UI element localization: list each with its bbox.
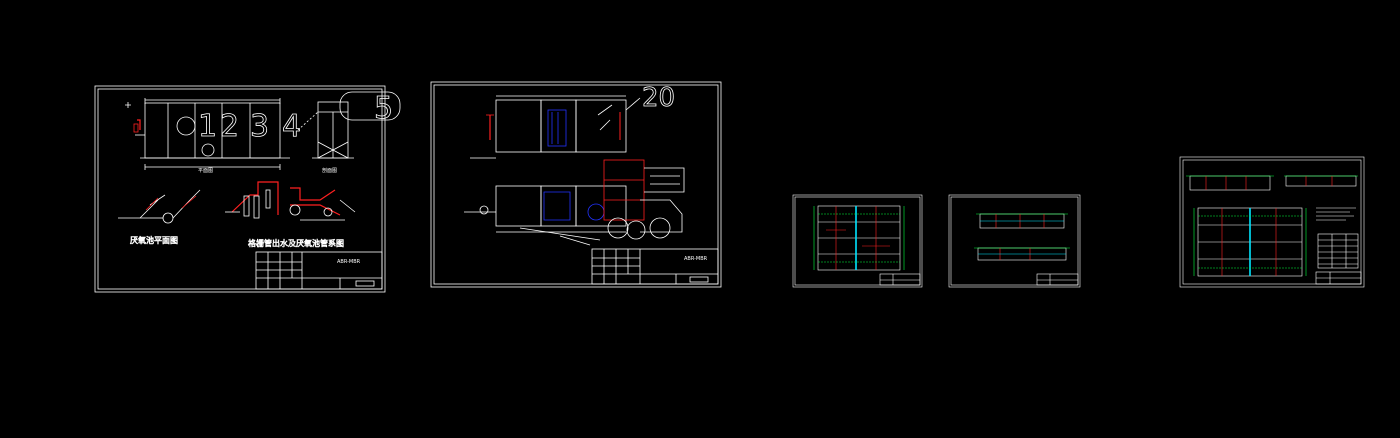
sheet-1-number-2: 2 <box>220 109 239 144</box>
sheet-1-red-pipe-left <box>137 119 141 130</box>
sheet-1-title-block <box>255 251 383 290</box>
sheet-5-inner-frame <box>1182 159 1362 285</box>
sheet-2-outer-frame <box>430 81 722 288</box>
sheet-2-upper-plan <box>470 95 641 159</box>
sheet-1-section-view <box>297 101 354 159</box>
sheet-2-title-block-text: ABR-MBR <box>684 256 708 262</box>
sheet-5-title-block <box>1315 271 1362 285</box>
sheet-1-number-1: 1 <box>198 109 217 144</box>
sheet-1-number-5: 5 <box>374 91 393 126</box>
sheet-1-title-block-text: ABR-MBR <box>337 259 361 265</box>
sheet-5-elevation-right <box>1284 175 1358 187</box>
sheet-2-inner-frame <box>433 84 719 285</box>
sheet-1-big-numbers: 1 2 3 4 5 <box>176 91 401 144</box>
sheet-3-outer-frame <box>792 194 923 288</box>
sheet-5-elevation-left <box>1186 175 1274 191</box>
sheet-1-section-label: 剖面图 <box>322 167 337 174</box>
sheet-3-title-block <box>879 273 921 286</box>
sheet-1-red-valve <box>133 123 139 133</box>
sheet-5-notes-block <box>1316 207 1356 221</box>
sheet-5-structural-plan <box>1193 207 1307 277</box>
sheet-1-number-3: 3 <box>250 109 269 144</box>
sheet-5-outer-frame <box>1179 156 1365 288</box>
drawing-sheet-2[interactable]: 20 <box>430 81 722 288</box>
sheet-2-lower-plan <box>464 159 685 246</box>
sheet-5-schedule-table <box>1317 233 1359 269</box>
drawing-sheet-5[interactable] <box>1179 156 1365 288</box>
drawing-sheet-3[interactable] <box>792 194 923 288</box>
sheet-4-section-lower <box>974 247 1070 261</box>
sheet-2-big-number: 20 <box>642 83 675 113</box>
sheet-1-caption-left: 厌氧池平面图 <box>130 235 178 245</box>
sheet-1-outer-frame <box>94 85 386 293</box>
sheet-2-title-block <box>591 248 719 285</box>
drawing-sheet-1[interactable]: 1 2 3 4 5 平面图 剖面图 <box>94 85 401 293</box>
sheet-1-plan-label: 平面图 <box>198 168 213 174</box>
sheet-1-plan-view <box>125 98 290 170</box>
sheet-4-section-upper <box>976 213 1068 229</box>
sheet-4-inner-frame <box>950 196 1079 286</box>
sheet-4-outer-frame <box>948 194 1081 288</box>
sheet-3-inner-frame <box>794 196 921 286</box>
sheet-1-caption-right: 格栅管出水及厌氧池管系图 <box>248 238 344 248</box>
sheet-1-number-4: 4 <box>282 109 301 144</box>
sheet-1-left-pipe-diagram <box>118 189 201 224</box>
drawing-sheet-4[interactable] <box>948 194 1081 288</box>
sheet-3-structural-plan <box>813 205 905 271</box>
sheet-1-inner-frame <box>97 88 383 290</box>
sheet-4-title-block <box>1036 273 1079 286</box>
sheet-1-right-pipe-diagram <box>225 181 356 221</box>
